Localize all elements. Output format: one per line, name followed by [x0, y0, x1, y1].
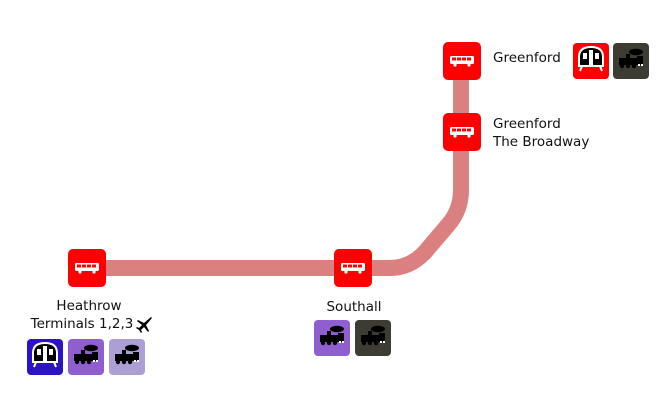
- interchange-underground[interactable]: [27, 339, 63, 375]
- stop-name: Southall: [326, 299, 382, 315]
- stop-marker-heathrow[interactable]: [68, 249, 106, 287]
- interchange-rail[interactable]: [613, 43, 649, 79]
- stop-marker-greenford[interactable]: [443, 42, 481, 80]
- tube-train-icon: [576, 44, 606, 78]
- stop-name-line-2: The Broadway: [493, 134, 590, 150]
- interchange-elizabeth-line[interactable]: [68, 339, 104, 375]
- interchange-heathrow-express[interactable]: [109, 339, 145, 375]
- stop-marker-greenford-broadway[interactable]: [443, 113, 481, 151]
- steam-train-icon: [317, 325, 347, 351]
- interchange-rail[interactable]: [355, 320, 391, 356]
- bus-icon: [340, 259, 366, 278]
- steam-train-icon: [616, 48, 646, 74]
- stop-label-greenford: Greenford: [493, 49, 561, 67]
- stop-name-line-1: Greenford: [493, 116, 561, 132]
- stop-label-heathrow: Heathrow Terminals 1,2,3: [20, 297, 158, 333]
- bus-icon: [449, 52, 475, 71]
- steam-train-icon: [358, 325, 388, 351]
- steam-train-icon: [112, 344, 142, 370]
- stop-marker-southall[interactable]: [334, 249, 372, 287]
- bus-icon: [74, 259, 100, 278]
- stop-name-line-1: Heathrow: [56, 298, 122, 314]
- tube-train-icon: [30, 340, 60, 374]
- interchange-underground[interactable]: [573, 43, 609, 79]
- interchange-elizabeth-line[interactable]: [314, 320, 350, 356]
- steam-train-icon: [71, 344, 101, 370]
- airplane-icon: [134, 314, 154, 334]
- stop-name-line-2: Terminals 1,2,3: [30, 316, 134, 332]
- stop-label-southall: Southall: [310, 298, 398, 316]
- bus-icon: [449, 123, 475, 142]
- stop-name: Greenford: [493, 50, 561, 66]
- stop-label-greenford-broadway: Greenford The Broadway: [493, 115, 589, 151]
